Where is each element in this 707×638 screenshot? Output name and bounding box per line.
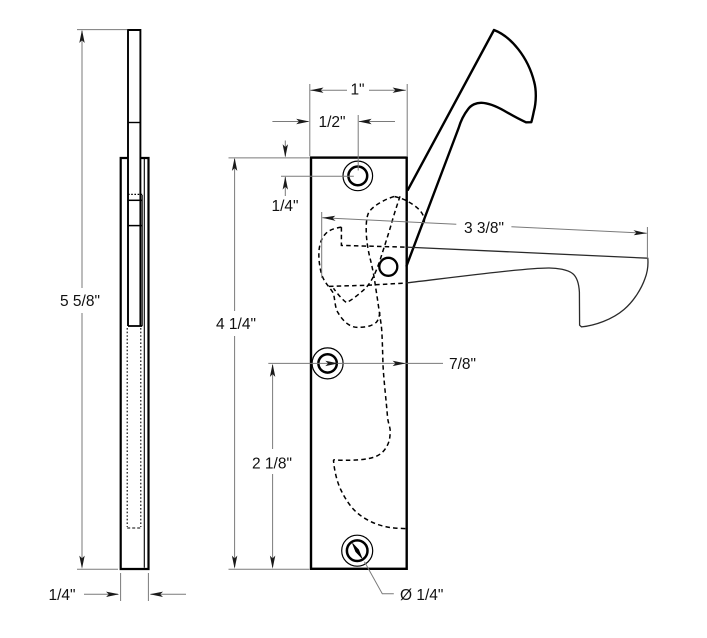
svg-text:5 5/8": 5 5/8" bbox=[60, 293, 100, 310]
svg-text:1/4": 1/4" bbox=[48, 587, 75, 604]
svg-text:1": 1" bbox=[350, 82, 364, 99]
svg-text:7/8": 7/8" bbox=[449, 356, 476, 373]
svg-text:4 1/4": 4 1/4" bbox=[216, 316, 256, 333]
svg-text:3 3/8": 3 3/8" bbox=[464, 220, 504, 237]
svg-text:1/2": 1/2" bbox=[318, 114, 345, 131]
svg-text:2 1/8": 2 1/8" bbox=[252, 456, 292, 473]
svg-text:Ø 1/4": Ø 1/4" bbox=[400, 587, 443, 604]
svg-text:1/4": 1/4" bbox=[271, 198, 298, 215]
